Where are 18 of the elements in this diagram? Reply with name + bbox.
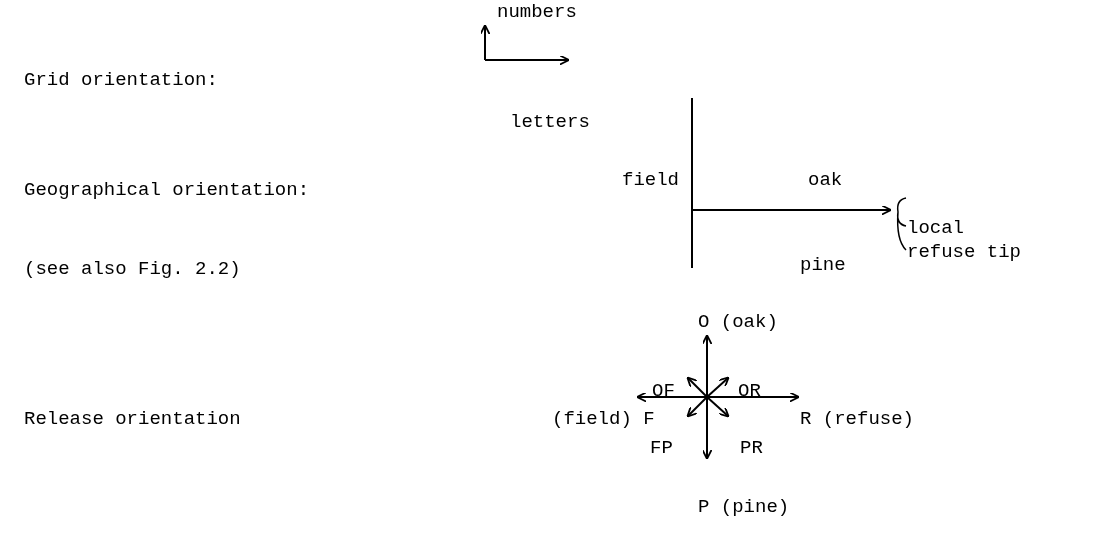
label-text: Release orientation <box>24 407 241 431</box>
label-text: (see also Fig. 2.2) <box>24 257 241 281</box>
label-text: (field) F <box>552 407 655 431</box>
label-text: local refuse tip <box>907 216 1023 264</box>
label-text: letters <box>510 110 590 134</box>
label-text: Grid orientation: <box>24 68 218 92</box>
label-text: R (refuse) <box>800 407 915 431</box>
label-text: FP <box>650 436 673 460</box>
label-text: numbers <box>497 0 577 24</box>
label-text: PR <box>740 436 763 460</box>
label-text: P (pine) <box>698 495 790 519</box>
label-text: oak <box>808 168 843 192</box>
label-text: Geographical orientation: <box>24 178 310 202</box>
label-text: OF <box>652 379 675 403</box>
label-text: OR <box>738 379 761 403</box>
label-text: field <box>622 168 679 192</box>
label-text: pine <box>800 253 846 277</box>
label-text: O (oak) <box>698 310 778 334</box>
